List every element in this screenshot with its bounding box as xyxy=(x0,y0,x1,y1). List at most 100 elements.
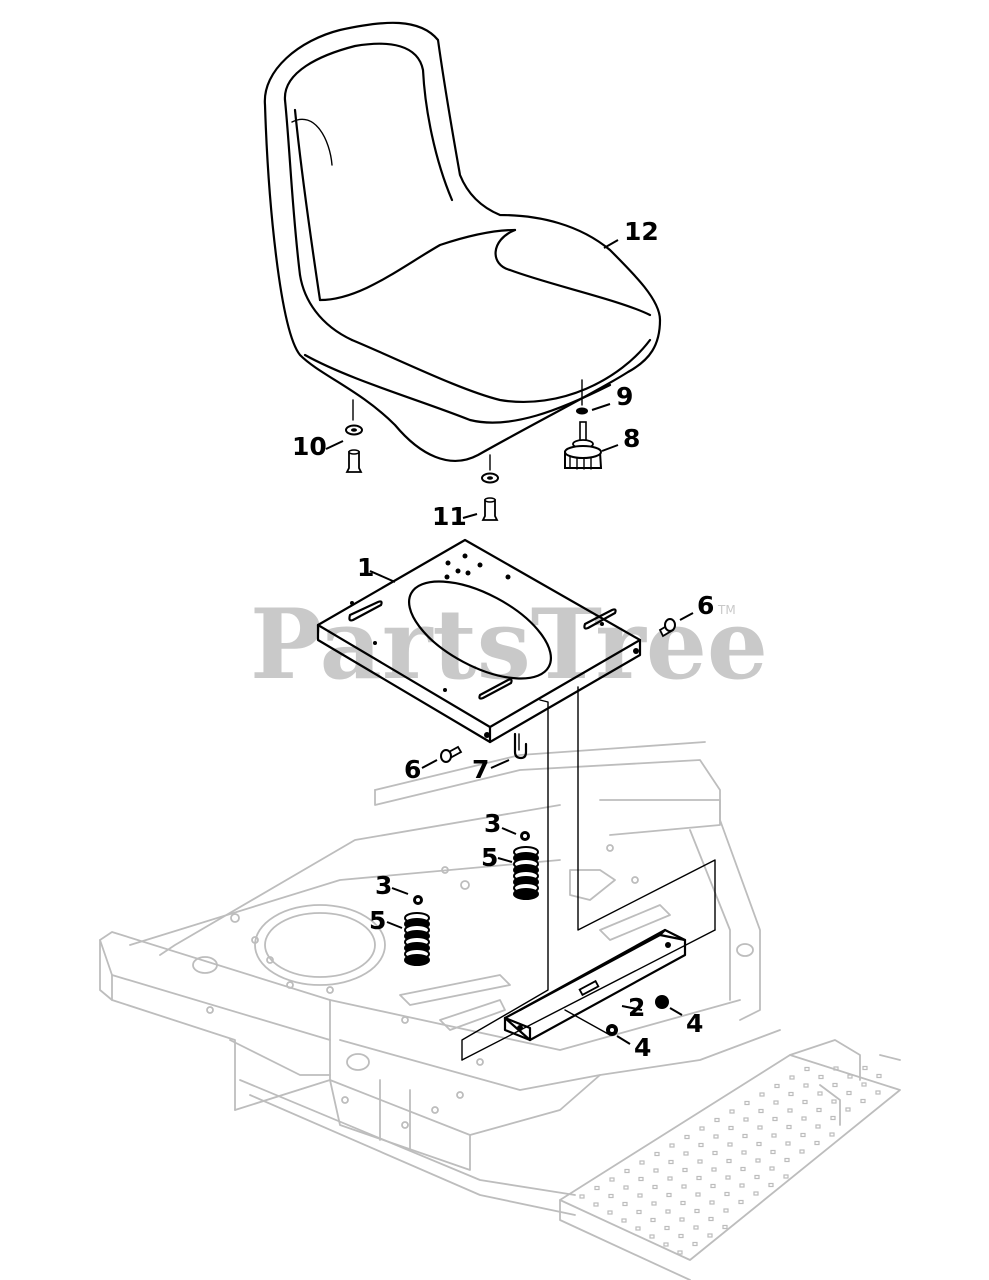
perforation xyxy=(712,1150,718,1156)
perforation xyxy=(769,1166,775,1171)
perforation xyxy=(740,1166,746,1172)
perforation xyxy=(817,1091,823,1096)
perforation xyxy=(694,1208,700,1214)
callout-6-left: 6 xyxy=(404,755,421,784)
spring-part-5-front xyxy=(513,846,539,900)
perforation xyxy=(786,1124,792,1130)
perforation xyxy=(679,1217,685,1222)
perforation xyxy=(722,1224,728,1230)
mower-frame xyxy=(99,741,901,1280)
perforation xyxy=(832,1082,838,1088)
perforation xyxy=(695,1192,701,1197)
plate-holes xyxy=(350,553,639,738)
perforation xyxy=(669,1143,675,1148)
perforation xyxy=(801,1116,807,1121)
perforation xyxy=(682,1167,688,1173)
clip-part-7 xyxy=(513,732,528,760)
perforation xyxy=(833,1066,839,1071)
perforation xyxy=(650,1217,656,1223)
callout-2: 2 xyxy=(628,993,645,1022)
perforation xyxy=(755,1158,761,1163)
nut-part-3-front xyxy=(520,831,530,841)
perforation xyxy=(677,1250,683,1255)
perforation xyxy=(681,1184,687,1189)
callout-6-right: 6 xyxy=(697,591,714,620)
perforation xyxy=(697,1159,703,1164)
perforation xyxy=(710,1183,716,1189)
perforation xyxy=(783,1174,789,1179)
perforation xyxy=(772,1116,778,1122)
washer-part-9 xyxy=(576,379,588,415)
perforation xyxy=(579,1194,585,1199)
nut-part-4-left xyxy=(606,1024,618,1036)
seat-part-12 xyxy=(263,21,662,462)
perforation xyxy=(624,1168,630,1174)
callout-labels: 12 9 8 10 11 1 6 6 7 3 5 3 5 2 4 4 xyxy=(292,217,714,1062)
perforation xyxy=(784,1157,790,1163)
perforation xyxy=(789,1075,795,1080)
perforation xyxy=(771,1133,777,1138)
perforation xyxy=(787,1108,793,1113)
perforation xyxy=(637,1193,643,1198)
perforation xyxy=(621,1218,627,1223)
perforation xyxy=(594,1185,600,1191)
perforation xyxy=(692,1241,698,1247)
perforation xyxy=(684,1134,690,1140)
perforation xyxy=(608,1193,614,1199)
perforation xyxy=(622,1201,628,1207)
svg-text:PartsTree: PartsTree xyxy=(250,588,768,701)
perforation xyxy=(815,1124,821,1129)
perforation xyxy=(663,1242,669,1247)
nut-part-3-rear xyxy=(413,895,423,905)
perforation xyxy=(678,1233,684,1239)
perforation xyxy=(846,1090,852,1096)
callout-3-rear: 3 xyxy=(375,871,392,900)
callout-4-right: 4 xyxy=(686,1009,703,1038)
perforation xyxy=(726,1158,732,1164)
perforation xyxy=(707,1233,713,1238)
perforation xyxy=(723,1208,729,1213)
perforation xyxy=(753,1191,759,1196)
perforation xyxy=(653,1168,659,1173)
perforation xyxy=(607,1210,613,1215)
perforation xyxy=(665,1209,671,1214)
callout-1: 1 xyxy=(357,553,374,582)
seat-plate-part-1 xyxy=(316,538,642,744)
callout-8: 8 xyxy=(623,424,640,453)
parts-tree-watermark: PartsTree TM xyxy=(250,588,768,701)
spring-part-5-rear xyxy=(404,912,430,966)
perforation xyxy=(609,1177,615,1182)
perforation xyxy=(759,1092,765,1097)
perforation xyxy=(593,1202,599,1207)
perforation xyxy=(800,1132,806,1138)
spring-coil xyxy=(404,954,430,966)
perforation xyxy=(727,1142,733,1147)
perforation xyxy=(743,1117,749,1122)
perforation xyxy=(773,1100,779,1105)
perforation xyxy=(860,1098,866,1104)
callout-5-front: 5 xyxy=(481,843,498,872)
perforation xyxy=(709,1200,715,1205)
callout-3-front: 3 xyxy=(484,809,501,838)
perforation xyxy=(830,1115,836,1121)
perforation xyxy=(816,1107,822,1113)
perforation xyxy=(652,1184,658,1190)
pin-part-11 xyxy=(481,454,499,521)
rail-bracket-part-2 xyxy=(503,928,687,1042)
callout-7: 7 xyxy=(472,755,489,784)
perforation xyxy=(739,1183,745,1188)
perforation xyxy=(724,1191,730,1197)
perforation xyxy=(738,1199,744,1205)
nut-part-4-right xyxy=(655,995,669,1009)
perforation xyxy=(831,1099,837,1104)
perforation xyxy=(668,1159,674,1165)
perforation xyxy=(711,1167,717,1172)
perforation xyxy=(744,1100,750,1106)
perforation xyxy=(729,1109,735,1114)
assembly-lines xyxy=(461,686,716,1061)
perforation xyxy=(698,1142,704,1148)
callout-4-left: 4 xyxy=(634,1033,651,1062)
callout-10: 10 xyxy=(292,432,327,461)
frame-holes xyxy=(206,844,639,1129)
